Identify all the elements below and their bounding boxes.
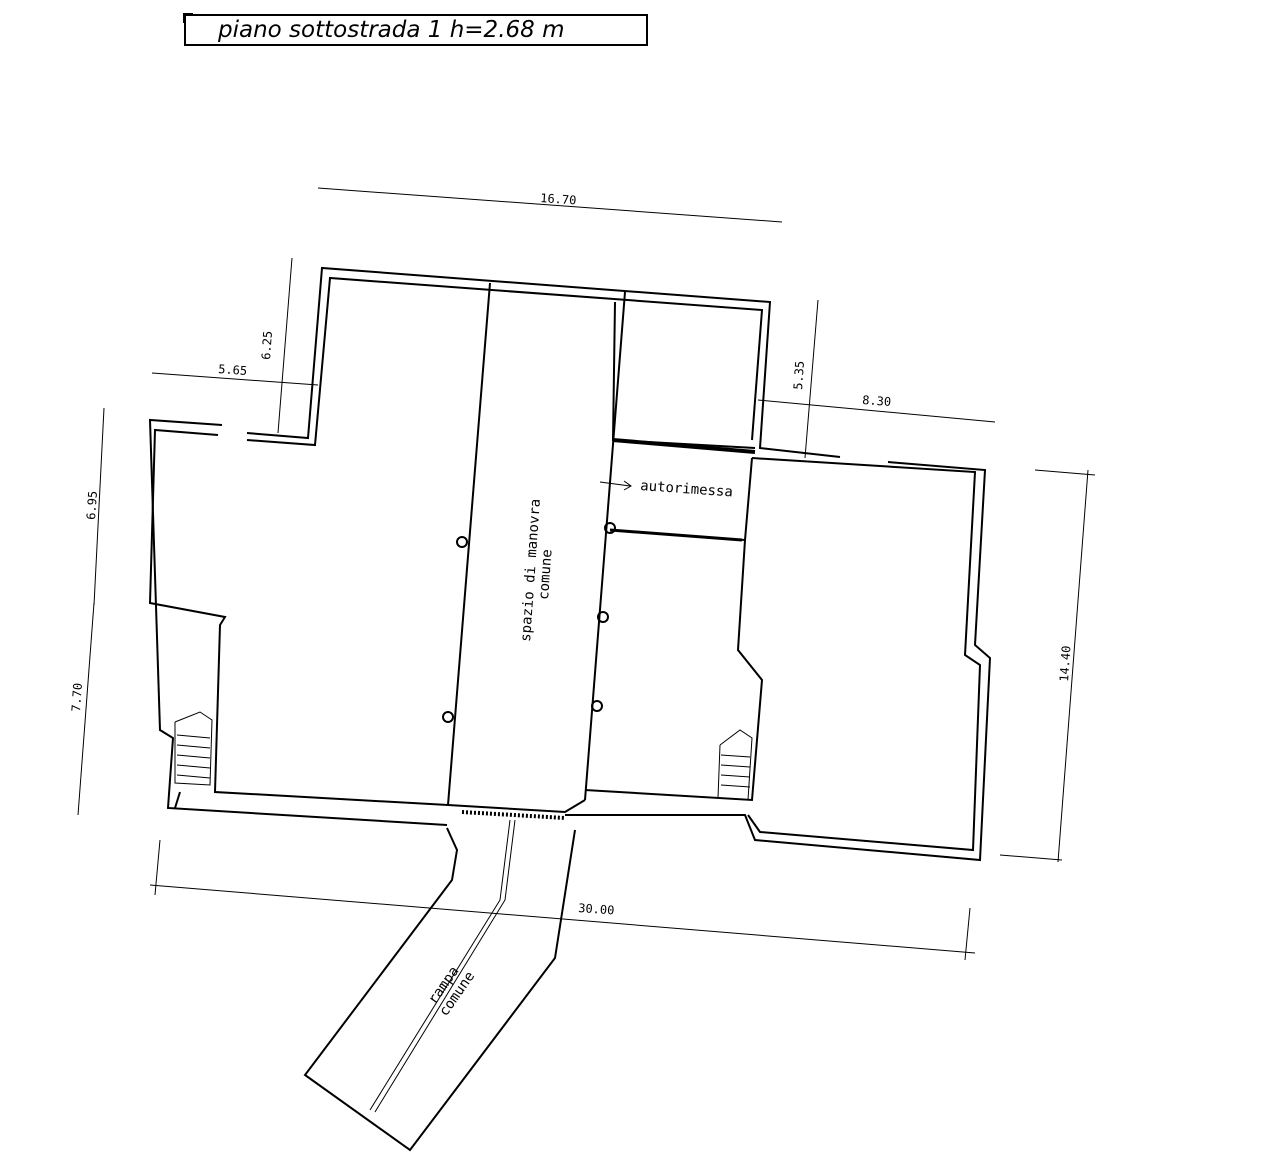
stair-left <box>174 711 213 786</box>
maneuver-wall-bottom <box>447 799 586 814</box>
dim-line-right-mid <box>757 399 996 423</box>
dim-left-side-lower: 7.70 <box>69 682 85 712</box>
label-maneuver-line2: comune <box>536 549 555 601</box>
unit-wall <box>584 529 764 802</box>
garage-arrow <box>599 481 631 487</box>
dim-left-side-upper: 6.95 <box>84 490 100 520</box>
dim-right-mid: 8.30 <box>862 393 892 409</box>
label-garage: autorimessa <box>640 478 734 500</box>
column <box>591 700 603 712</box>
unit-wall <box>611 301 756 449</box>
dim-right-upper: 5.35 <box>791 360 807 390</box>
dim-ext-bottom-right <box>964 907 971 961</box>
dim-line-top <box>317 187 783 223</box>
stair-right <box>717 729 753 801</box>
dim-line-left-side-lower <box>77 602 95 816</box>
dim-right-side: 14.40 <box>1057 645 1073 682</box>
dim-ext-right-side <box>999 854 1063 861</box>
inner-wall <box>747 457 982 852</box>
dim-ext-bottom-left <box>154 839 161 896</box>
corridor-wall <box>174 791 181 809</box>
column <box>442 711 454 723</box>
dim-left-upper: 6.25 <box>259 330 275 360</box>
dim-line-right-upper <box>804 299 819 459</box>
outer-wall <box>246 266 841 458</box>
dim-bottom-total: 30.00 <box>578 901 615 917</box>
outer-wall <box>565 461 992 862</box>
garage-wall <box>609 528 743 542</box>
ramp-wall <box>303 827 576 1152</box>
title-box: piano sottostrada 1 h=2.68 m <box>183 13 648 46</box>
plan-title: piano sottostrada 1 h=2.68 m <box>218 17 565 43</box>
dim-line-left-side-upper <box>93 407 105 606</box>
dim-line-bottom <box>149 884 976 954</box>
ramp-centerline <box>369 819 511 1111</box>
dim-line-left-upper <box>277 257 293 434</box>
dim-line-right-side <box>1057 469 1089 863</box>
dim-ext-right-side-top <box>1034 469 1096 476</box>
garage-arrow-head <box>623 480 632 491</box>
title-corner-mark <box>183 13 193 23</box>
unit-wall <box>744 457 753 541</box>
ramp-entry <box>461 810 566 820</box>
inner-wall <box>246 276 764 447</box>
ramp-centerline <box>374 819 516 1113</box>
column <box>456 536 468 548</box>
dim-line-left-mid <box>151 372 319 386</box>
outer-wall <box>148 418 448 826</box>
maneuver-wall-left <box>447 282 491 806</box>
maneuver-wall-right <box>584 291 626 801</box>
dim-left-mid: 5.65 <box>218 362 248 378</box>
inner-wall <box>148 428 449 806</box>
column <box>597 611 609 623</box>
garage-wall <box>612 438 756 454</box>
column <box>604 522 616 534</box>
dim-top: 16.70 <box>540 191 577 207</box>
